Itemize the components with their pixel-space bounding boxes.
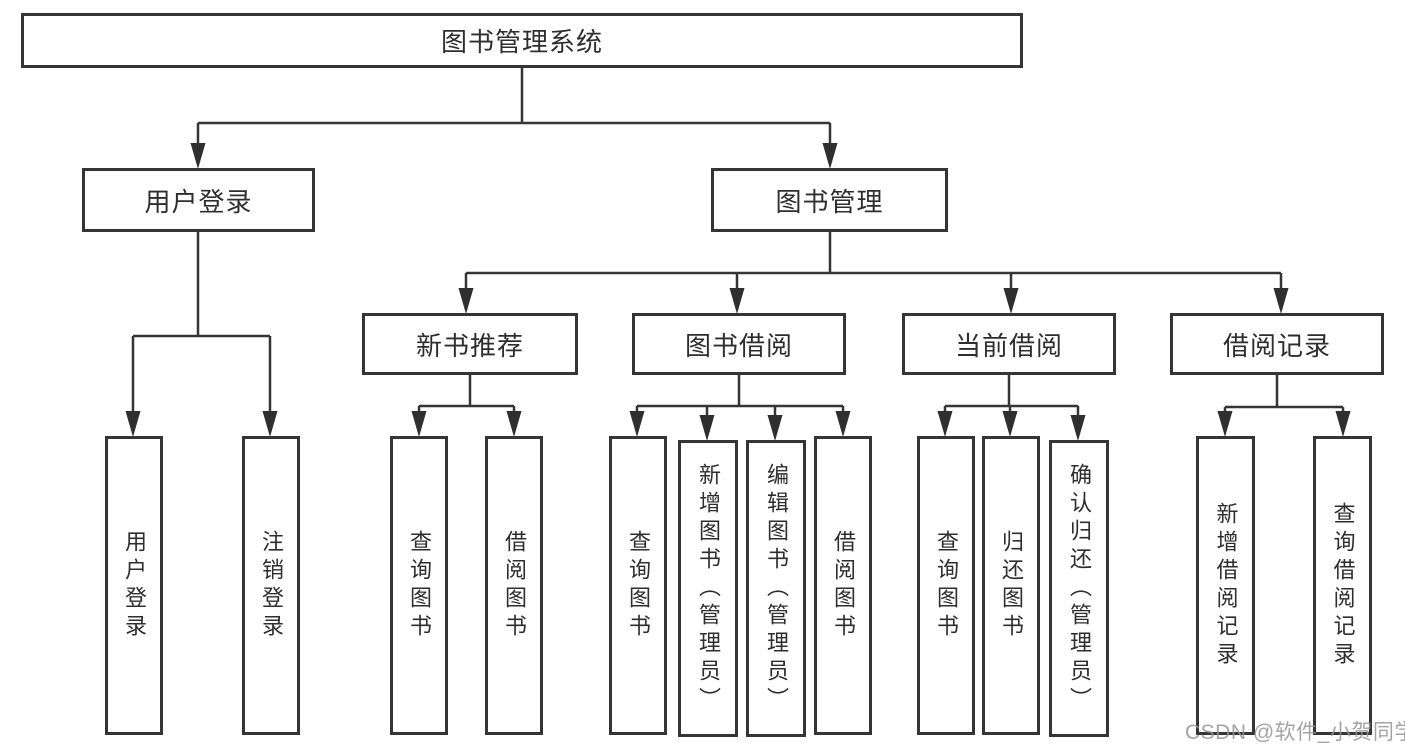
node-user-login: 用户登录 (82, 168, 315, 232)
arrowhead (835, 411, 851, 437)
arrowhead (1003, 288, 1019, 314)
node-current-borrowing: 当前借阅 (902, 313, 1116, 375)
connector-book-borrowing-branches (635, 375, 845, 420)
arrowhead (699, 415, 715, 441)
leaf-current-return-books: 归还图书 (982, 436, 1040, 735)
leaf-recommend-query-books: 查询图书 (390, 436, 448, 735)
arrowhead (1217, 411, 1233, 437)
connector-book-management-branches (464, 232, 1283, 293)
arrowhead (1002, 411, 1018, 437)
arrowhead (1273, 288, 1289, 314)
leaf-borrowing-edit-books-admin: 编辑图书（管理员） (746, 440, 806, 737)
arrowhead (822, 143, 838, 169)
arrowhead (1335, 411, 1351, 437)
leaf-current-confirm-return-admin: 确认归还（管理员） (1049, 440, 1109, 737)
leaf-logout-login: 注销登录 (242, 436, 300, 735)
arrowhead (629, 411, 645, 437)
arrowhead (506, 411, 522, 437)
arrowhead (729, 288, 745, 314)
arrowhead (458, 288, 474, 314)
connector-new-book-branches (417, 375, 516, 416)
leaf-records-add-record: 新增借阅记录 (1196, 436, 1255, 735)
arrowhead (190, 143, 206, 169)
arrowhead (411, 411, 427, 437)
arrowhead (125, 411, 141, 437)
leaf-borrowing-add-books-admin: 新增图书（管理员） (678, 440, 738, 737)
leaf-current-query-books: 查询图书 (917, 436, 975, 735)
arrowheads (125, 143, 1351, 441)
node-book-borrowing: 图书借阅 (632, 313, 846, 375)
connector-user-login-branches (131, 232, 272, 416)
node-library-management-system: 图书管理系统 (21, 13, 1023, 68)
leaf-records-query-record: 查询借阅记录 (1313, 436, 1372, 735)
leaf-recommend-borrow-books: 借阅图书 (485, 436, 543, 735)
leaf-borrowing-borrow-books: 借阅图书 (814, 436, 872, 735)
leaf-user-login: 用户登录 (105, 436, 163, 735)
node-book-management: 图书管理 (711, 168, 948, 232)
node-borrowing-records: 借阅记录 (1170, 313, 1384, 375)
arrowhead (937, 411, 953, 437)
leaf-borrowing-query-books: 查询图书 (609, 436, 667, 735)
connector-root-branches (196, 68, 832, 148)
csdn-watermark: CSDN @软件_小贺同学 (1185, 721, 1405, 744)
arrowhead (767, 415, 783, 441)
arrowhead (1070, 415, 1086, 441)
node-new-book-recommend: 新书推荐 (362, 313, 578, 375)
connector-records-branches (1223, 375, 1345, 416)
arrowhead (262, 411, 278, 437)
